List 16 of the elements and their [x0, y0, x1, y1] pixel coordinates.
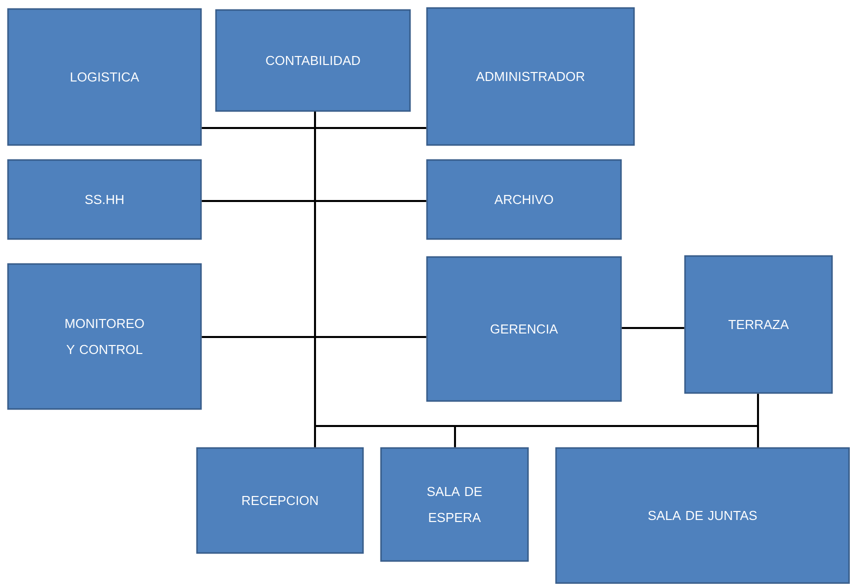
- connector-line: [202, 336, 426, 338]
- connector-line: [202, 200, 426, 202]
- connector-line: [622, 327, 684, 329]
- room-box: MONITOREO Y CONTROL: [7, 263, 202, 410]
- room-box: GERENCIA: [426, 256, 622, 402]
- room-box: SS.HH: [7, 159, 202, 240]
- room-box: RECEPCION: [196, 447, 364, 554]
- room-box: SALA DE JUNTAS: [555, 447, 850, 584]
- room-box: TERRAZA: [684, 255, 833, 394]
- room-box: SALA DE ESPERA: [380, 447, 529, 562]
- room-box: CONTABILIDAD: [215, 9, 411, 112]
- room-box: ARCHIVO: [426, 159, 622, 240]
- connector-line: [202, 127, 426, 129]
- room-box: LOGISTICA: [7, 8, 202, 146]
- connector-line: [314, 112, 760, 448]
- room-box: ADMINISTRADOR: [426, 7, 635, 146]
